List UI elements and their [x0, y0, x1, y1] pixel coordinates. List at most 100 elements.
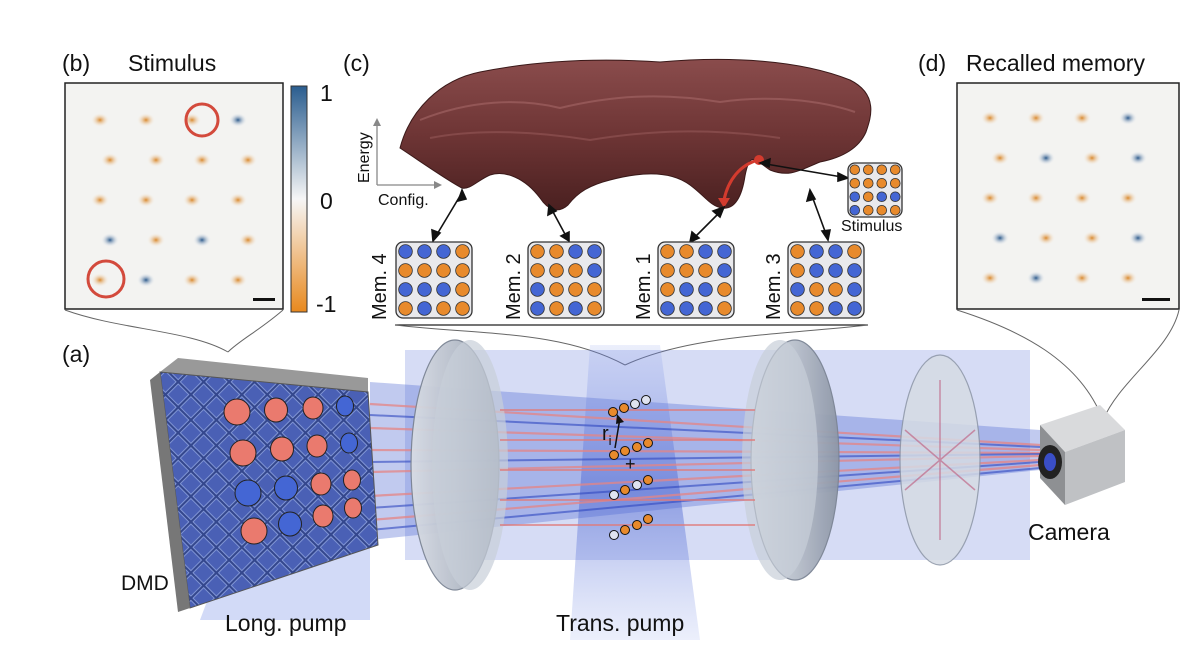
mem2-label: Mem. 2	[503, 253, 525, 320]
pattern-spin	[417, 301, 432, 316]
pattern-spin	[717, 263, 732, 278]
dmd-spot	[240, 517, 268, 545]
intensity-spot	[991, 151, 1009, 165]
intensity-spot	[239, 233, 257, 247]
pattern-spin	[876, 204, 888, 216]
pattern-spin	[530, 282, 545, 297]
intensity-spot	[91, 273, 109, 287]
memory-grid	[787, 241, 865, 319]
chain-site	[641, 395, 651, 405]
pattern-spin	[698, 301, 713, 316]
pattern-spin	[417, 263, 432, 278]
dmd-spot	[336, 395, 354, 417]
intensity-spot	[137, 193, 155, 207]
pattern-spin	[455, 301, 470, 316]
pattern-spin	[847, 282, 862, 297]
intensity-spot	[147, 233, 165, 247]
pattern-spin	[549, 301, 564, 316]
chain-site	[609, 530, 619, 540]
pattern-spin	[809, 301, 824, 316]
chain-site	[643, 438, 653, 448]
intensity-spot	[147, 153, 165, 167]
pattern-spin	[436, 263, 451, 278]
recalled-memory-image	[956, 82, 1180, 310]
chain-site	[609, 450, 619, 460]
pattern-spin	[398, 301, 413, 316]
dmd	[150, 358, 379, 612]
pattern-spin	[809, 282, 824, 297]
pattern-spin	[679, 244, 694, 259]
intensity-spot	[101, 233, 119, 247]
landscape-axes	[373, 118, 442, 189]
intensity-spot	[1037, 231, 1055, 245]
pattern-spin	[436, 244, 451, 259]
pattern-spin	[849, 164, 861, 176]
dmd-spot	[344, 497, 362, 519]
dmd-spot	[306, 434, 328, 458]
pattern-spin	[790, 301, 805, 316]
chain-site	[630, 399, 640, 409]
panel-label-b: (b)	[62, 50, 91, 76]
chain-site	[620, 446, 630, 456]
pattern-spin	[698, 244, 713, 259]
lens-2	[742, 339, 840, 581]
pattern-spin	[809, 244, 824, 259]
chain-site	[632, 442, 642, 452]
intensity-spot	[1027, 111, 1045, 125]
pattern-spin	[530, 263, 545, 278]
pattern-spin	[436, 282, 451, 297]
panel-label-c: (c)	[343, 50, 370, 76]
pattern-spin	[847, 301, 862, 316]
chain-site	[609, 490, 619, 500]
chain-markers	[608, 395, 653, 540]
lens-3	[899, 354, 981, 566]
pattern-spin	[847, 263, 862, 278]
pattern-spin	[889, 191, 901, 203]
intensity-spot	[193, 233, 211, 247]
intensity-spot	[91, 193, 109, 207]
pattern-spin	[455, 263, 470, 278]
intensity-spot	[1027, 271, 1045, 285]
dmd-spot	[223, 398, 251, 426]
pattern-spin	[876, 164, 888, 176]
pattern-spin	[679, 282, 694, 297]
energy-axis-label: Energy	[356, 132, 373, 183]
pattern-spin	[417, 282, 432, 297]
pattern-spin	[876, 177, 888, 189]
intensity-spot	[1037, 151, 1055, 165]
memory-patterns	[395, 241, 865, 319]
pattern-spin	[530, 244, 545, 259]
intensity-spot	[229, 113, 247, 127]
long-pump-label: Long. pump	[225, 610, 347, 636]
pattern-spin	[455, 244, 470, 259]
intensity-spot	[1083, 151, 1101, 165]
pattern-spin	[849, 177, 861, 189]
chain-site	[632, 480, 642, 490]
chain-site	[620, 485, 630, 495]
colorbar	[290, 85, 308, 313]
mem3-label: Mem. 3	[763, 253, 785, 320]
intensity-spot	[1119, 271, 1137, 285]
intensity-spot	[101, 153, 119, 167]
pattern-spin	[660, 301, 675, 316]
pattern-spin	[455, 282, 470, 297]
dmd-spot	[302, 396, 324, 420]
highlight-circle	[86, 259, 126, 299]
intensity-spot	[981, 191, 999, 205]
dmd-spot	[274, 475, 298, 501]
pattern-spin	[568, 263, 583, 278]
pattern-spin	[828, 301, 843, 316]
pattern-spin	[862, 191, 874, 203]
dmd-spots	[223, 395, 362, 545]
intensity-spot	[1119, 191, 1137, 205]
intensity-spot	[137, 113, 155, 127]
pattern-spin	[717, 301, 732, 316]
intensity-spot	[991, 231, 1009, 245]
mem1-label: Mem. 1	[633, 253, 655, 320]
pattern-spin	[587, 244, 602, 259]
beams-overlay	[500, 409, 755, 526]
r-vector-head	[616, 414, 624, 424]
intensity-spot	[183, 193, 201, 207]
recalled-title: Recalled memory	[966, 50, 1145, 76]
